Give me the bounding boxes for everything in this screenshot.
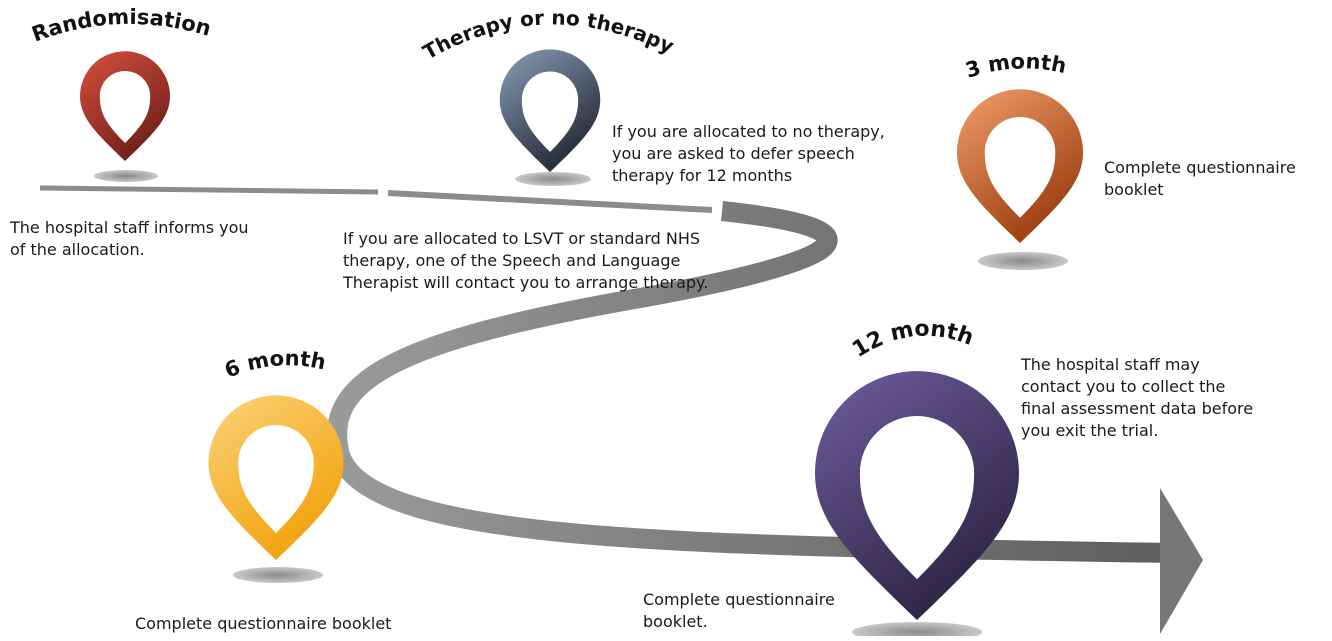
road-segment-3	[327, 201, 1171, 563]
therapy-pin-icon	[499, 49, 601, 172]
12-month-questionnaire-description: Complete questionnaire booklet.	[643, 590, 835, 631]
12-month-pin-shadow	[852, 622, 982, 641]
road-arrowhead	[1160, 488, 1203, 634]
3-month-pin-icon	[957, 89, 1083, 243]
randomisation-description: The hospital staff informs you of the al…	[10, 218, 249, 259]
road-segment-1	[39, 185, 379, 195]
12-month-title: 12 month	[848, 317, 977, 363]
therapy-pin-shadow	[515, 172, 591, 186]
3-month-description: Complete questionnaire booklet	[1104, 158, 1296, 199]
12-month-description: The hospital staff may contact you to co…	[1021, 355, 1254, 440]
6-month-description: Complete questionnaire booklet	[135, 614, 392, 633]
road-segment-2	[387, 190, 713, 213]
3-month-pin-shadow	[978, 252, 1068, 270]
road-path	[39, 185, 1203, 634]
randomisation-title: Randomisation	[29, 5, 214, 47]
6-month-pin-shadow	[233, 567, 323, 583]
12-month-pin-icon	[815, 371, 1019, 620]
6-month-pin-icon	[208, 395, 344, 560]
randomisation-pin-icon	[80, 51, 170, 161]
randomisation-pin-shadow	[94, 170, 158, 182]
therapy-allocated-description: If you are allocated to LSVT or standard…	[343, 229, 709, 292]
3-month-title: 3 month	[963, 49, 1069, 82]
6-month-title: 6 month	[221, 346, 328, 382]
therapy-no-therapy-description: If you are allocated to no therapy, you …	[612, 122, 885, 185]
